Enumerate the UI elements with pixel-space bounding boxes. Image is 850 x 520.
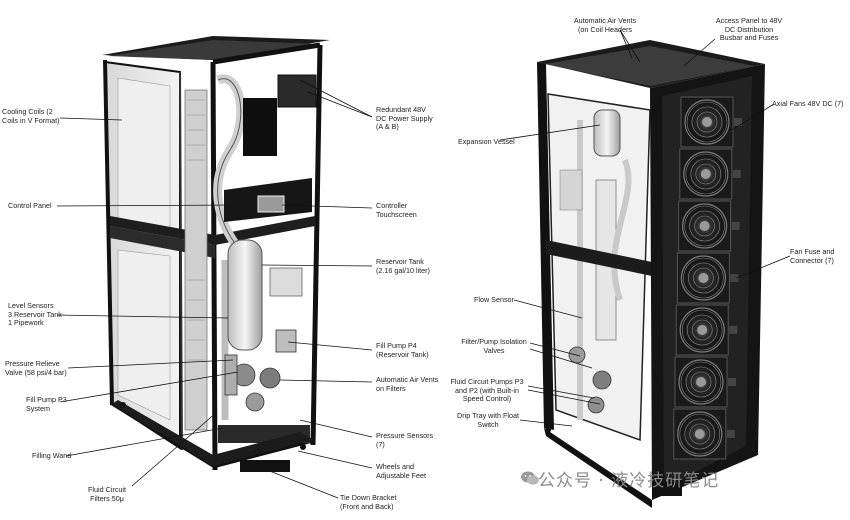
label-fill-pump-p3: Fill Pump P3 System <box>26 395 67 413</box>
fan-guard-ring <box>679 413 721 455</box>
fan-connector <box>730 274 739 282</box>
fan-connector <box>726 430 735 438</box>
fan-guard-ring <box>688 262 719 294</box>
label-auto-air-vents-filters: Automatic Air Vents on Filters <box>376 375 439 393</box>
fan-connector <box>731 222 740 230</box>
fan-hub <box>700 169 711 179</box>
label-controller-touchscreen: Controller Touchscreen <box>376 201 417 219</box>
fan-guard-ring <box>690 158 722 190</box>
fan-connector <box>734 118 742 126</box>
label-reservoir-tank: Reservoir Tank (2.16 gal/10 liter) <box>376 257 430 275</box>
label-level-sensors: Level Sensors 3 Reservoir Tank 1 Pipewor… <box>8 301 62 328</box>
fan-guard-ring <box>686 101 728 143</box>
fan-connector <box>732 170 741 178</box>
fan-connector <box>728 378 736 386</box>
label-fluid-circuit-pumps: Fluid Circuit Pumps P3 and P2 (with Buil… <box>450 377 524 404</box>
right-cabinet <box>537 40 765 508</box>
label-fill-pump-p4: Fill Pump P4 (Reservoir Tank) <box>376 341 429 359</box>
fan-hub <box>697 325 708 335</box>
label-control-panel: Control Panel <box>8 201 52 210</box>
fan-guard-ring <box>685 366 717 398</box>
label-axial-fans: Axial Fans 48V DC (7) <box>772 99 844 108</box>
label-flow-sensor: Flow Sensor <box>474 295 514 304</box>
label-auto-air-vents-coil: Automatic Air Vents (on Coil Headers <box>573 16 637 34</box>
label-wheels-feet: Wheels and Adjustable Feet <box>376 462 426 480</box>
label-access-panel: Access Panel to 48V DC Distribution Busb… <box>715 16 783 43</box>
wechat-icon <box>521 471 539 485</box>
label-cooling-coils: Cooling Coils (2 Coils in V Format) <box>2 107 60 125</box>
label-tie-down-bracket: Tie Down Bracket (Front and Back) <box>340 493 397 511</box>
fan-guard-ring <box>695 163 717 185</box>
label-pressure-relieve-valve: Pressure Relieve Valve (58 psi/4 bar) <box>5 359 67 377</box>
fan-hub <box>694 429 705 439</box>
label-filter-pump-isolation-valves: Filter/Pump Isolation Valves <box>461 337 527 355</box>
label-fan-fuse-connector: Fan Fuse and Connector (7) <box>790 247 835 265</box>
fan-guard-ring <box>694 215 715 237</box>
fan-connector <box>729 326 738 334</box>
fan-guard-ring <box>681 309 723 351</box>
fan-guard-ring <box>689 210 720 242</box>
fan-guard-ring <box>684 205 725 247</box>
label-pressure-sensors: Pressure Sensors (7) <box>376 431 434 449</box>
fan-guard-ring <box>690 371 712 393</box>
fan-hub <box>702 117 712 127</box>
label-expansion-vessel: Expansion Vessel <box>458 137 515 146</box>
fan-guard-ring <box>696 111 718 133</box>
fan-hub <box>696 377 706 387</box>
axial-fan-array <box>673 96 742 460</box>
fan-guard-ring <box>686 314 718 346</box>
label-drip-tray: Drip Tray with Float Switch <box>457 411 519 429</box>
fan-guard-ring <box>685 153 727 195</box>
watermark-text: 公众号 · 液冷技研笔记 <box>538 471 720 491</box>
label-filling-wand: Filling Wand <box>32 451 72 460</box>
fan-hub <box>698 273 709 283</box>
fan-hub <box>699 221 710 231</box>
fan-guard-ring <box>680 361 722 403</box>
fan-guard-ring <box>691 106 723 138</box>
fan-guard-ring <box>683 257 724 299</box>
fan-guard-ring <box>693 267 714 289</box>
fan-guard-ring <box>691 319 713 341</box>
leader-lines <box>56 29 791 499</box>
fan-guard-ring <box>684 418 716 450</box>
left-cabinet <box>102 36 330 472</box>
fan-guard-ring <box>689 423 711 445</box>
label-redundant-48v-power: Redundant 48V DC Power Supply (A & B) <box>376 105 433 132</box>
label-fluid-circuit-filters: Fluid Circuit Filters 50μ <box>88 485 126 503</box>
